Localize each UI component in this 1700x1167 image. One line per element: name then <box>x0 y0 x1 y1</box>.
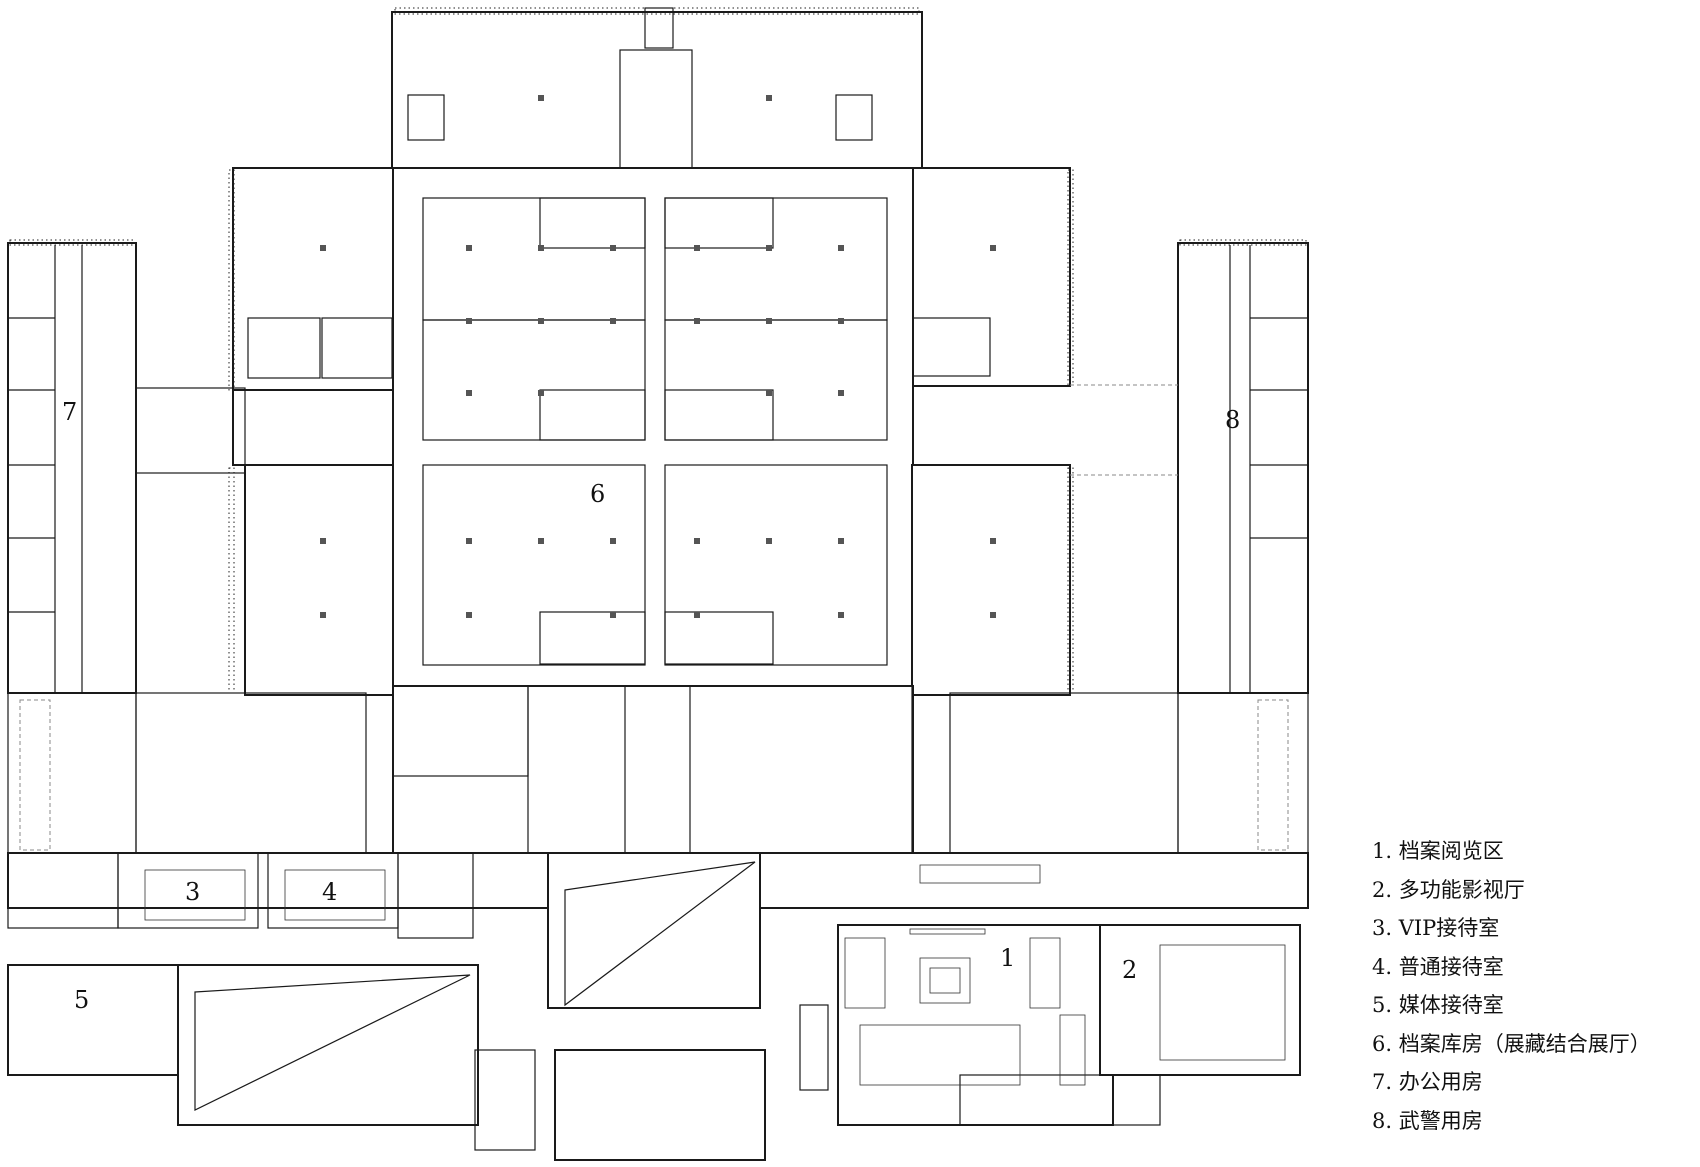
upper-left-block <box>228 167 394 391</box>
structural-columns <box>320 95 996 618</box>
bottom-podium <box>7 852 1309 1161</box>
right-office-wing <box>1070 239 1309 854</box>
lower-side-blocks <box>124 387 1074 696</box>
room-number-3: 3 <box>185 878 200 906</box>
reception-furniture <box>144 869 386 921</box>
reading-room-furniture <box>844 864 1286 1086</box>
legend-item-1: 1. 档案阅览区 <box>1372 839 1504 863</box>
legend-item-4: 4. 普通接待室 <box>1372 954 1504 979</box>
room-number-7: 7 <box>62 398 77 426</box>
legend-item-7: 7. 办公用房 <box>1372 1070 1483 1094</box>
left-office-wing <box>7 239 137 854</box>
legend-item-6: 6. 档案库房（展藏结合展厅） <box>1372 1031 1651 1056</box>
room-legend: 1. 档案阅览区 2. 多功能影视厅 3. VIP接待室 4. 普通接待室 5.… <box>1372 832 1692 1140</box>
legend-item-3: 3. VIP接待室 <box>1372 916 1500 940</box>
central-archive-core <box>392 167 914 687</box>
room-number-8: 8 <box>1225 406 1240 434</box>
legend-item-2: 2. 多功能影视厅 <box>1372 877 1525 902</box>
room-number-1: 1 <box>1000 944 1015 972</box>
north-wing <box>391 7 923 173</box>
room-number-6: 6 <box>590 480 605 508</box>
room-number-2: 2 <box>1122 956 1137 984</box>
upper-right-block <box>911 167 1074 387</box>
legend-item-5: 5. 媒体接待室 <box>1372 993 1504 1017</box>
lower-core-block <box>392 685 914 854</box>
room-number-4: 4 <box>322 878 337 906</box>
room-number-5: 5 <box>74 986 89 1014</box>
legend-item-8: 8. 武警用房 <box>1372 1108 1483 1133</box>
